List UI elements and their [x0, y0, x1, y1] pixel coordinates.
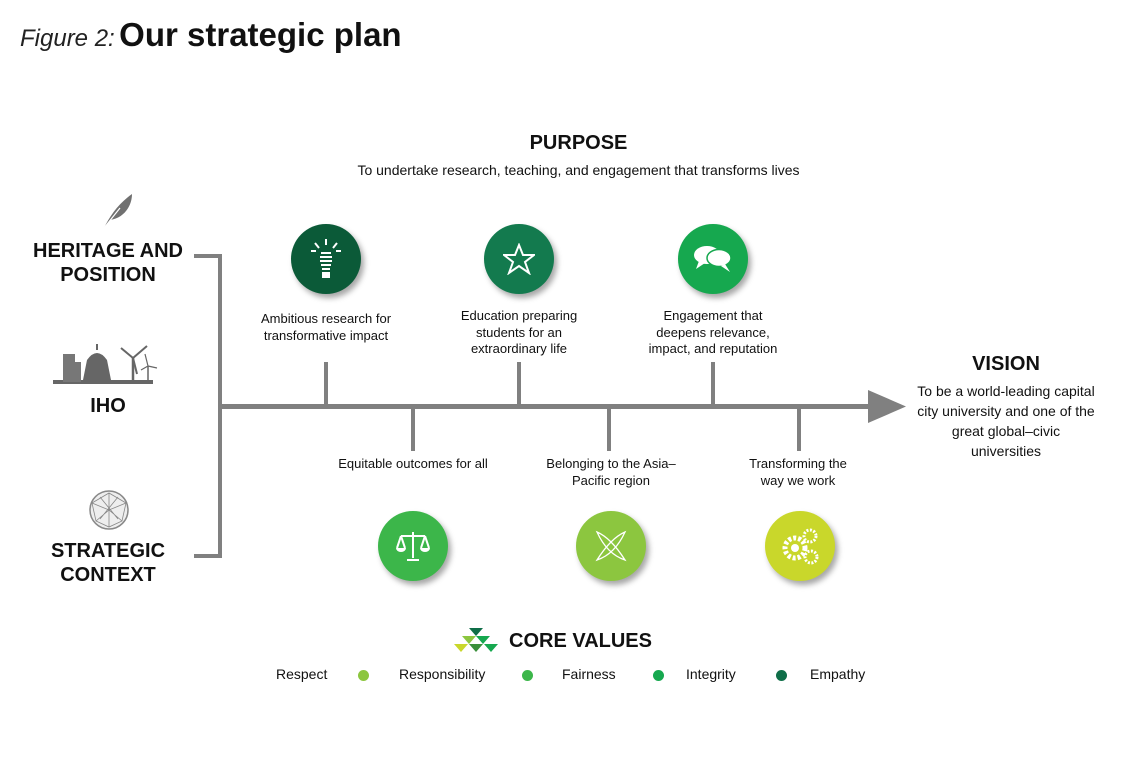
value-separator-dot [776, 670, 787, 681]
pillar-circle-asia-pacific [576, 511, 646, 581]
leaves-icon [595, 530, 627, 562]
pillar-label-asia-pacific: Belonging to the Asia–Pacific region [546, 456, 676, 488]
lightbulb-icon [311, 239, 341, 278]
scales-icon [396, 532, 430, 561]
value-integrity: Integrity [686, 666, 736, 682]
figure-number: Figure 2: [20, 25, 115, 52]
value-responsibility: Responsibility [399, 666, 486, 682]
figure-heading: Our strategic plan [119, 16, 402, 53]
stem [607, 408, 611, 451]
value-empathy: Empathy [810, 666, 866, 682]
value-separator-dot [522, 670, 533, 681]
gears-icon [782, 528, 819, 565]
iho-label: IHO [90, 395, 126, 417]
strategic-context-label: STRATEGIC CONTEXT [50, 540, 166, 586]
stem [411, 408, 415, 451]
feather-icon [103, 194, 132, 229]
purpose-heading: PURPOSE [529, 132, 628, 154]
vision-heading: VISION [972, 353, 1040, 375]
pillar-circle-education [484, 224, 554, 294]
vision-text: To be a world-leading capital city unive… [917, 383, 1095, 459]
figure-title: Figure 2: Our strategic plan [20, 16, 402, 54]
value-separator-dot [358, 670, 369, 681]
pillar-circle-engagement [678, 224, 748, 294]
pillar-label-transforming: Transforming the way we work [749, 456, 847, 488]
bracket-top [194, 254, 222, 258]
purpose-text: To undertake research, teaching, and eng… [357, 162, 800, 178]
pillar-circle-equity [378, 511, 448, 581]
heritage-label: HERITAGE AND POSITION [33, 240, 183, 286]
globe-network-icon [89, 490, 129, 530]
stem [797, 408, 801, 451]
core-values-logo-icon [454, 628, 498, 652]
pillar-label-research: Ambitious research for transformative im… [260, 311, 392, 343]
stem [324, 362, 328, 406]
value-fairness: Fairness [562, 666, 616, 682]
speech-bubbles-icon [694, 246, 732, 272]
city-skyline-icon [53, 344, 158, 384]
stem [517, 362, 521, 406]
pillar-circle-research [291, 224, 361, 294]
core-values-heading: CORE VALUES [509, 630, 652, 652]
star-icon [503, 243, 535, 275]
value-separator-dot [653, 670, 664, 681]
pillar-label-engagement: Engagement that deepens relevance, impac… [648, 308, 778, 356]
stem [711, 362, 715, 406]
pillar-circle-transforming [765, 511, 835, 581]
pillar-label-equity: Equitable outcomes for all [338, 456, 488, 471]
pillar-label-education: Education preparing students for an extr… [460, 308, 578, 356]
bracket-bottom [194, 554, 222, 558]
arrow-head-icon [868, 390, 906, 423]
timeline-axis [220, 404, 872, 409]
value-respect: Respect [276, 666, 328, 682]
